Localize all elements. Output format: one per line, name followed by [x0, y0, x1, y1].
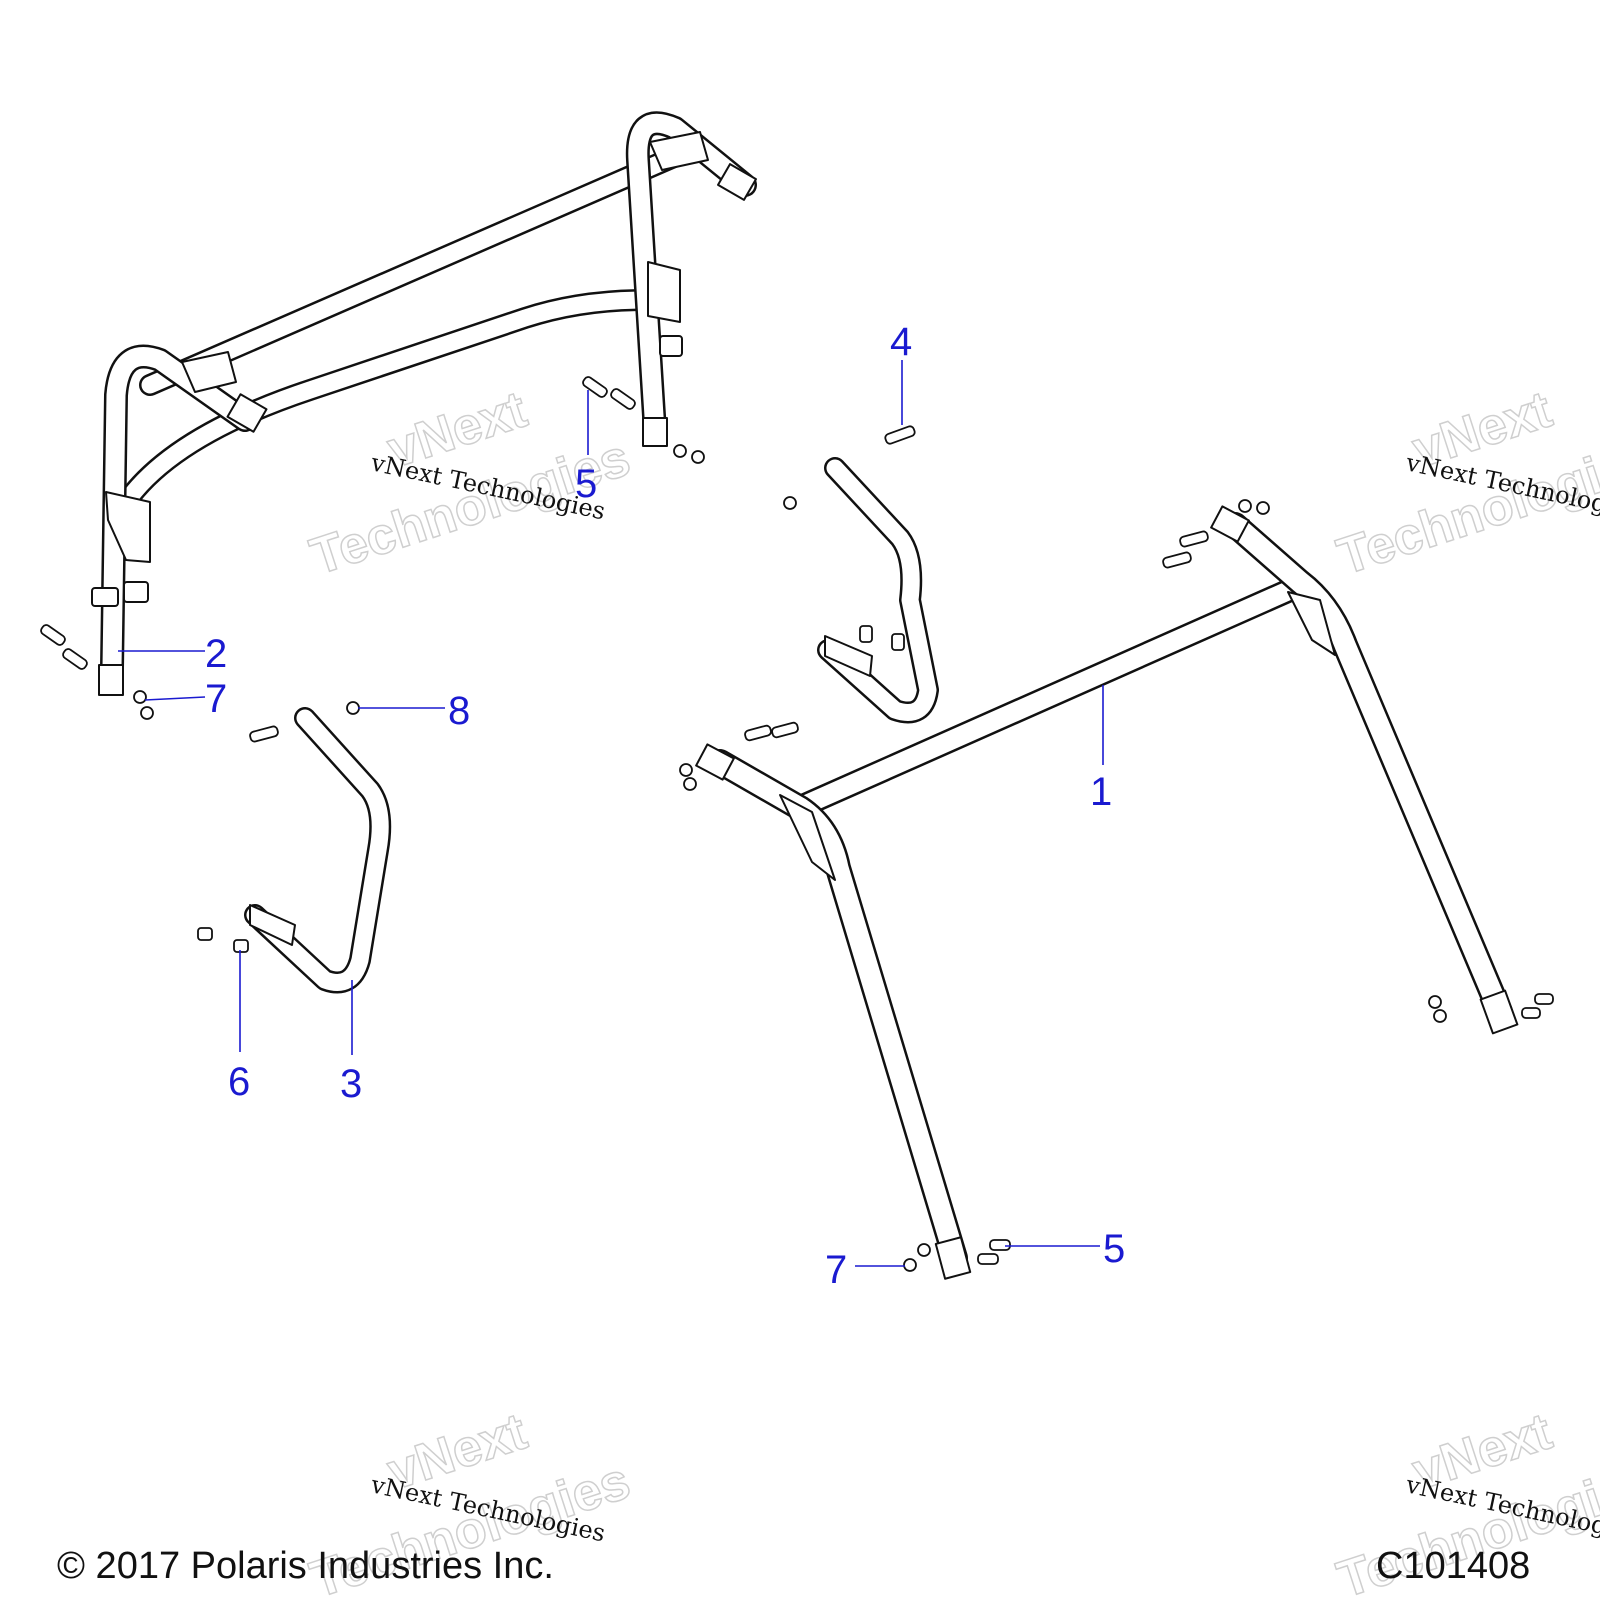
bolt: [610, 388, 636, 410]
foot-end: [934, 1236, 972, 1280]
foot-end: [717, 163, 757, 201]
nut: [133, 690, 147, 704]
bolt: [249, 725, 279, 743]
callout-3: 3: [340, 1062, 362, 1106]
nut: [691, 450, 705, 464]
bolt: [62, 648, 88, 670]
bolt: [1534, 993, 1554, 1005]
nut: [917, 1243, 931, 1257]
bolt: [744, 724, 772, 742]
nut: [903, 1258, 917, 1272]
end-fitting: [695, 743, 735, 781]
callout-7a: 7: [205, 677, 227, 721]
leader-lines: [118, 360, 1104, 1267]
part-1-front-roll-bar: [695, 505, 1519, 1280]
nut: [783, 496, 797, 510]
gusset-plate: [779, 794, 836, 881]
mount-plate: [105, 491, 151, 563]
bolt: [771, 721, 799, 739]
mount-tab: [659, 335, 683, 357]
hardware: [40, 376, 1554, 1272]
nut: [1256, 501, 1270, 515]
callout-5b: 5: [1103, 1227, 1125, 1271]
mount-tab: [91, 587, 119, 607]
bolt: [884, 425, 916, 445]
nut: [673, 444, 687, 458]
callout-8: 8: [448, 689, 470, 733]
gusset-plate: [649, 131, 709, 171]
mount-plate: [647, 261, 681, 323]
foot-end: [1479, 989, 1519, 1035]
part-3-door-bar-left: [244, 707, 392, 994]
nut: [140, 706, 154, 720]
mount-tab: [123, 581, 149, 603]
foot-end: [98, 664, 124, 696]
bolt: [233, 939, 249, 953]
part-2-rear-roll-bar: [91, 111, 757, 696]
callout-7b: 7: [825, 1248, 847, 1292]
nut: [1428, 995, 1442, 1009]
gusset-plate: [181, 351, 237, 393]
bolt: [197, 927, 213, 941]
figure-id: C101408: [1376, 1545, 1530, 1587]
nut: [1433, 1009, 1447, 1023]
callout-6: 6: [228, 1060, 250, 1104]
door-bar-plate: [249, 904, 296, 946]
callout-1: 1: [1090, 770, 1112, 814]
bolt: [977, 1253, 999, 1265]
watermark-top-right: vNext Technologies vNext Technologies: [1330, 380, 1600, 587]
bolt: [859, 625, 873, 643]
callout-5a: 5: [575, 462, 597, 506]
bolt: [1162, 551, 1192, 569]
bolt: [891, 633, 905, 651]
callout-4: 4: [890, 320, 912, 364]
bolt: [989, 1239, 1011, 1251]
bolt: [40, 624, 66, 646]
nut: [679, 763, 693, 777]
bolt: [1521, 1007, 1541, 1019]
bolt: [1179, 530, 1209, 548]
part-3-door-bar-right: [817, 457, 939, 724]
nut: [683, 777, 697, 791]
copyright-text: © 2017 Polaris Industries Inc.: [57, 1545, 554, 1587]
foot-end: [226, 393, 268, 433]
door-bar-plate: [824, 635, 873, 677]
callout-2: 2: [205, 632, 227, 676]
callout-labels: 1 2 3 4 5 5 6 7 7 8: [205, 320, 1125, 1292]
nut: [346, 701, 360, 715]
nut: [1238, 499, 1252, 513]
gusset-plate: [1287, 591, 1336, 656]
foot-end: [642, 417, 668, 447]
end-fitting: [1210, 505, 1250, 543]
bolt: [582, 376, 608, 398]
